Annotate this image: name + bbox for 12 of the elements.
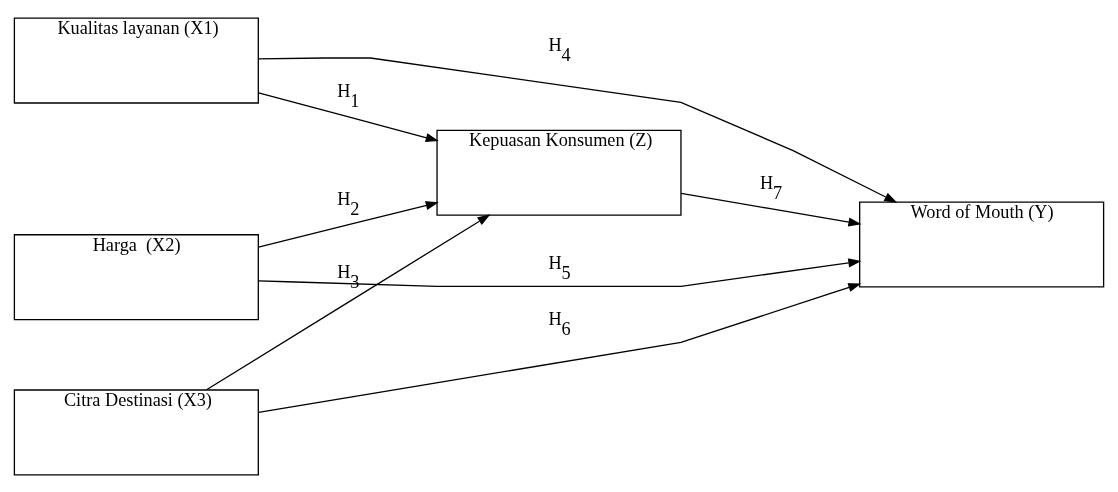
node-box: Word of Mouth (Y) [859,201,1105,288]
arrow [257,91,439,142]
node-box: Kualitas layanan (X1) [13,17,259,104]
arrow [257,257,862,287]
arrow [205,213,491,390]
arrow [257,282,862,413]
arrow [257,56,898,203]
node-box: Harga (X2) [13,233,259,320]
arrow [680,192,862,227]
arrow [257,200,439,248]
node-box: Kepuasan Konsumen (Z) [436,129,682,216]
node-box: Citra Destinasi (X3) [13,388,259,475]
